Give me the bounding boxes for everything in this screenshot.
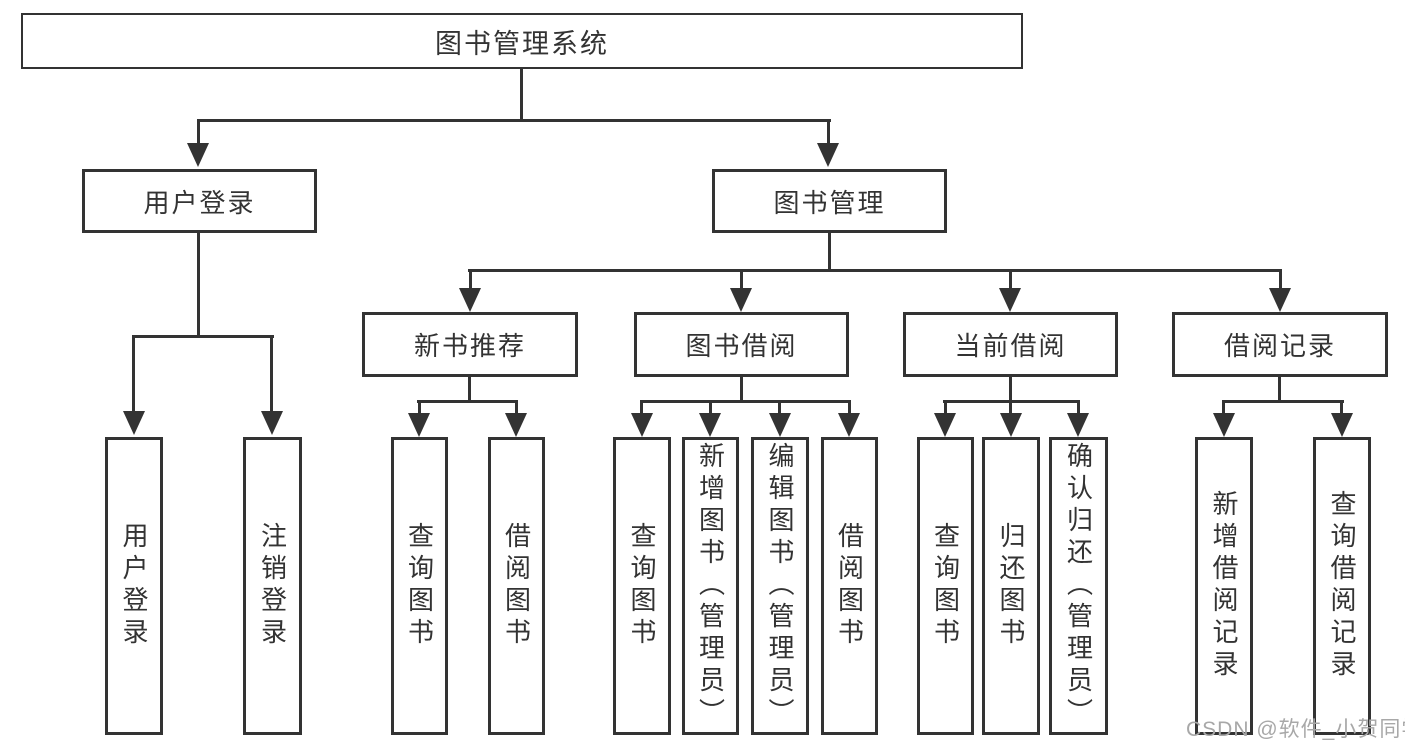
leaf-add-borrow-record: 新增借阅记录	[1195, 437, 1253, 735]
connector-line	[468, 377, 471, 403]
arrow-down-icon	[1269, 288, 1291, 312]
arrow-down-icon	[631, 413, 653, 437]
leaf-edit-books-admin: 编辑图书（管理员）	[751, 437, 809, 735]
arrow-down-icon	[1000, 413, 1022, 437]
arrow-down-icon	[699, 413, 721, 437]
connector-line	[1077, 400, 1080, 416]
arrow-down-icon	[1213, 413, 1235, 437]
connector-line	[132, 335, 135, 415]
arrow-down-icon	[730, 288, 752, 312]
connector-line	[1279, 269, 1282, 295]
arrow-down-icon	[1331, 413, 1353, 437]
csdn-watermark: CSDN @软件_小贺同学	[1186, 718, 1405, 741]
arrow-down-icon	[459, 288, 481, 312]
leaf-confirm-return-admin: 确认归还（管理员）	[1049, 437, 1108, 735]
arrow-down-icon	[934, 413, 956, 437]
arrow-down-icon	[817, 143, 839, 167]
node-book-management: 图书管理	[712, 169, 947, 233]
node-root: 图书管理系统	[21, 13, 1023, 69]
connector-line	[197, 119, 831, 122]
connector-line	[848, 400, 851, 416]
connector-line	[520, 67, 523, 122]
leaf-return-books: 归还图书	[982, 437, 1040, 735]
connector-line	[827, 119, 830, 149]
arrow-down-icon	[261, 411, 283, 435]
connector-line	[1009, 269, 1012, 295]
leaf-query-books-2: 查询图书	[613, 437, 671, 735]
leaf-logout: 注销登录	[243, 437, 302, 735]
connector-line	[270, 335, 273, 415]
connector-line	[778, 400, 781, 416]
node-borrow-records: 借阅记录	[1172, 312, 1388, 377]
connector-line	[709, 400, 712, 416]
arrow-down-icon	[769, 413, 791, 437]
connector-line	[1222, 400, 1225, 416]
leaf-borrow-books-2: 借阅图书	[821, 437, 878, 735]
arrow-down-icon	[1067, 413, 1089, 437]
leaf-query-books-1: 查询图书	[391, 437, 448, 735]
connector-line	[740, 269, 743, 295]
connector-line	[828, 233, 831, 272]
leaf-add-books-admin: 新增图书（管理员）	[682, 437, 739, 735]
leaf-query-borrow-record: 查询借阅记录	[1313, 437, 1371, 735]
connector-line	[1009, 400, 1012, 416]
arrow-down-icon	[123, 411, 145, 435]
connector-line	[944, 400, 947, 416]
connector-line	[468, 269, 1282, 272]
arrow-down-icon	[838, 413, 860, 437]
node-new-book-recommend: 新书推荐	[362, 312, 578, 377]
arrow-down-icon	[999, 288, 1021, 312]
arrow-down-icon	[408, 413, 430, 437]
connector-line	[1340, 400, 1343, 416]
arrow-down-icon	[187, 143, 209, 167]
node-current-borrow: 当前借阅	[903, 312, 1118, 377]
connector-line	[1222, 400, 1344, 403]
connector-line	[515, 400, 518, 416]
leaf-query-books-3: 查询图书	[917, 437, 974, 735]
leaf-user-login: 用户登录	[105, 437, 163, 735]
node-user-login: 用户登录	[82, 169, 317, 233]
connector-line	[197, 233, 200, 338]
leaf-borrow-books-1: 借阅图书	[488, 437, 545, 735]
connector-line	[197, 119, 200, 149]
connector-line	[640, 400, 643, 416]
connector-line	[469, 269, 472, 295]
arrow-down-icon	[505, 413, 527, 437]
connector-line	[740, 377, 743, 403]
node-book-borrow: 图书借阅	[634, 312, 849, 377]
connector-line	[640, 400, 851, 403]
connector-line	[1009, 377, 1012, 403]
connector-line	[1278, 377, 1281, 403]
connector-line	[418, 400, 421, 416]
connector-line	[132, 335, 274, 338]
connector-line	[417, 400, 518, 403]
